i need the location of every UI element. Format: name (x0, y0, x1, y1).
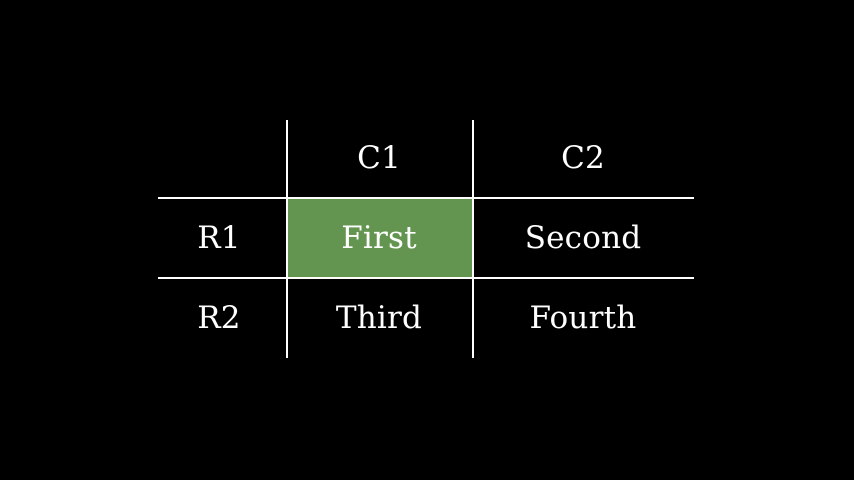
table-corner-cell (158, 120, 286, 197)
row-header-r1: R1 (197, 219, 241, 256)
cell-r1-c1[interactable]: First (341, 219, 417, 256)
column-header-c2: C2 (561, 140, 605, 176)
table-text-layer: C1 C2 R1 First Second R2 Third Fourth (158, 120, 694, 358)
column-header-c1: C1 (357, 140, 401, 176)
cell-r2-c2[interactable]: Fourth (529, 300, 637, 336)
horizontal-rule-middle (158, 277, 694, 279)
vertical-rule-right (472, 120, 474, 358)
highlighted-cell-background[interactable] (288, 199, 472, 277)
row-header-r2: R2 (197, 300, 241, 336)
vertical-rule-left (286, 120, 288, 358)
cell-r1-c2[interactable]: Second (524, 219, 642, 256)
matrix-table: C1 C2 R1 First Second R2 Third Fourth (158, 120, 694, 358)
horizontal-rule-top (158, 197, 694, 199)
cell-r2-c1[interactable]: Third (335, 300, 423, 336)
